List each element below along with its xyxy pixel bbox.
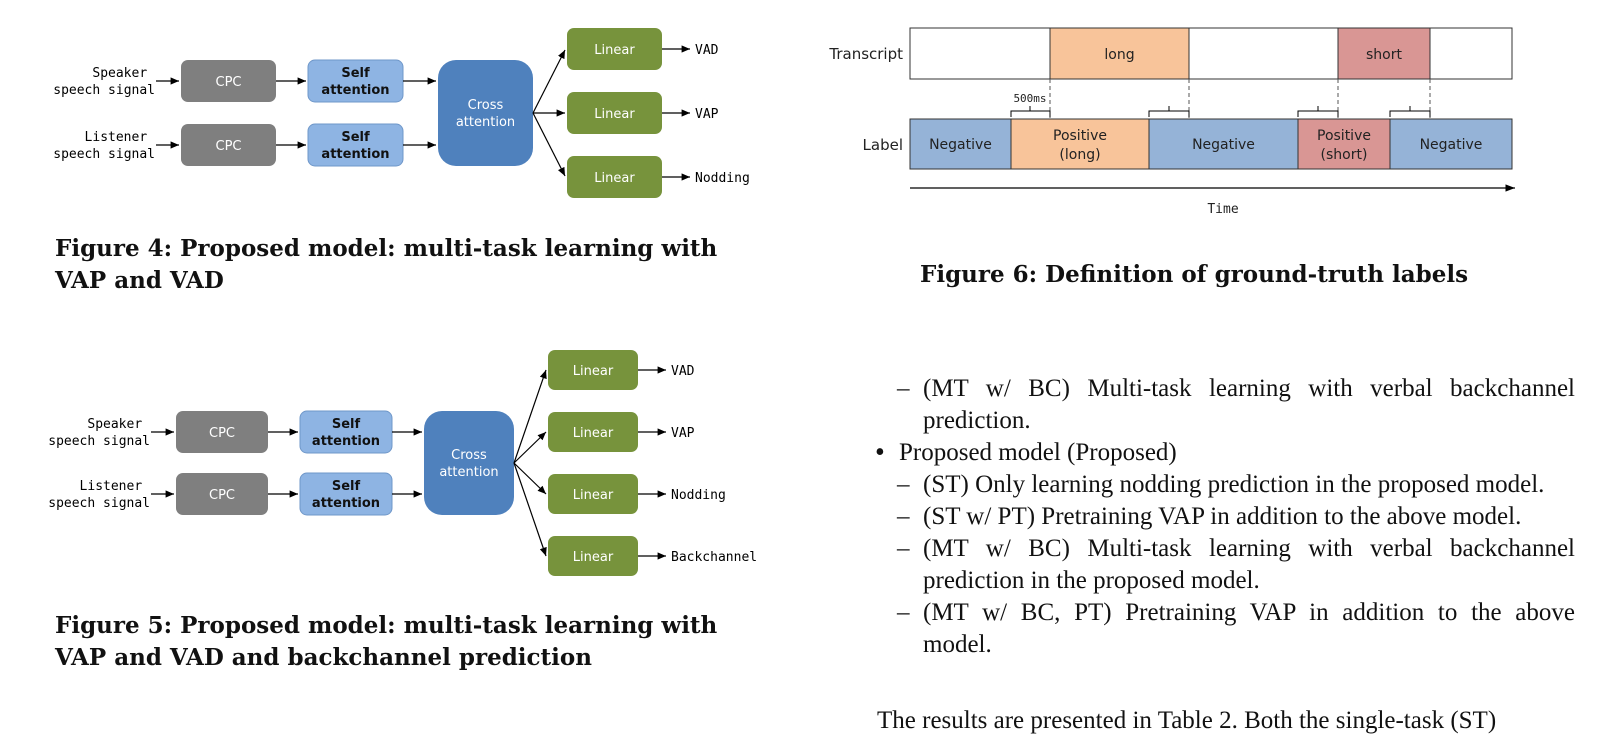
figure-5-diagram: Speaker speech signal Listener speech si…	[48, 350, 757, 576]
figure-6-caption: Figure 6: Definition of ground-truth lab…	[920, 261, 1469, 288]
list-item: (MT w/ BC) Multi-task learning with verb…	[895, 533, 1575, 597]
svg-text:Linear: Linear	[573, 488, 614, 503]
fig4-output-nodding: Nodding	[695, 171, 750, 186]
figure-4-caption: Figure 4: Proposed model: multi-task lea…	[55, 235, 718, 294]
svg-text:attention: attention	[321, 83, 389, 98]
svg-text:attention: attention	[312, 434, 380, 449]
fig6-transcript-long: long	[1104, 47, 1134, 63]
cpc-label: CPC	[209, 488, 235, 503]
fig5-cpc-listener: CPC	[176, 473, 268, 515]
fig6-guides	[1049, 79, 1431, 119]
fig4-listener-label: Listener speech signal	[53, 130, 155, 162]
fig5-listener-label: Listener speech signal	[48, 479, 150, 511]
svg-text:Self: Self	[341, 66, 370, 81]
svg-text:attention: attention	[456, 115, 515, 130]
svg-text:Linear: Linear	[573, 364, 614, 379]
svg-text:attention: attention	[312, 496, 380, 511]
list-item: (MT w/ BC, PT) Pretraining VAP in additi…	[895, 597, 1575, 661]
fig5-linear-backchannel: Linear	[548, 536, 638, 576]
fig5-cpc-speaker: CPC	[176, 411, 268, 453]
fig4-output-vap: VAP	[695, 107, 719, 122]
svg-text:Linear: Linear	[594, 107, 635, 122]
fig5-linear-vad: Linear	[548, 350, 638, 390]
fig4-self-attention-speaker: Self attention	[307, 59, 404, 103]
figure-5-caption: Figure 5: Proposed model: multi-task lea…	[55, 612, 718, 671]
fig5-output-backchannel: Backchannel	[671, 550, 757, 565]
fig5-cross-attention: Cross attention	[424, 411, 514, 515]
fig5-self-attention-speaker: Self attention	[299, 410, 393, 454]
fig6-label-positive-short: Positive(short)	[1317, 128, 1371, 163]
svg-text:Linear: Linear	[594, 43, 635, 58]
fig4-cpc-listener: CPC	[181, 124, 276, 166]
fig6-label-row: Negative Positive(long) Negative Positiv…	[909, 118, 1513, 170]
fig4-cpc-speaker: CPC	[181, 60, 276, 102]
fig6-margin-brackets	[1010, 106, 1431, 117]
fig5-output-nodding: Nodding	[671, 488, 726, 503]
fig6-label-negative-2: Negative	[1192, 137, 1255, 153]
fig5-output-vad: VAD	[671, 364, 695, 379]
list-item: (MT w/ BC) Multi-task learning with verb…	[895, 373, 1575, 437]
fig5-speaker-label: Speaker speech signal	[48, 417, 150, 449]
fig6-transcript-short: short	[1366, 47, 1402, 63]
results-paragraph: The results are presented in Table 2. Bo…	[877, 707, 1497, 734]
cpc-label: CPC	[216, 139, 242, 154]
cpc-label: CPC	[216, 75, 242, 90]
fig6-label-negative-1: Negative	[929, 137, 992, 153]
figure-6-diagram: Transcript Label long short 500ms Negati…	[828, 27, 1515, 217]
cpc-label: CPC	[209, 426, 235, 441]
fig6-transcript-row: long short	[909, 27, 1513, 80]
fig4-cross-attention: Cross attention	[438, 60, 533, 166]
fig4-speaker-label: Speaker speech signal	[53, 66, 155, 98]
figure-4-diagram: Speaker speech signal Listener speech si…	[53, 28, 750, 198]
list-item: (ST) Only learning nodding prediction in…	[895, 469, 1575, 501]
fig6-row-label: Label	[863, 136, 903, 154]
svg-text:Self: Self	[341, 130, 370, 145]
fig4-linear-vad: Linear	[567, 28, 662, 70]
fig6-row-transcript: Transcript	[828, 45, 903, 63]
svg-text:Linear: Linear	[594, 171, 635, 186]
svg-text:Cross: Cross	[451, 448, 487, 463]
fig5-output-vap: VAP	[671, 426, 695, 441]
fig5-linear-vap: Linear	[548, 412, 638, 452]
model-variant-list: (MT w/ BC) Multi-task learning with verb…	[875, 373, 1575, 661]
fig4-linear-vap: Linear	[567, 92, 662, 134]
fig6-margin-label: 500ms	[1013, 92, 1046, 105]
fig4-self-attention-listener: Self attention	[307, 123, 404, 167]
svg-text:attention: attention	[321, 147, 389, 162]
fig5-linear-nodding: Linear	[548, 474, 638, 514]
list-item: Proposed model (Proposed)	[875, 437, 1575, 469]
svg-text:Linear: Linear	[573, 426, 614, 441]
fig4-output-vad: VAD	[695, 43, 719, 58]
fig5-self-attention-listener: Self attention	[299, 472, 393, 516]
svg-text:attention: attention	[439, 465, 498, 480]
list-item: (ST w/ PT) Pretraining VAP in addition t…	[895, 501, 1575, 533]
fig4-linear-nodding: Linear	[567, 156, 662, 198]
svg-text:Self: Self	[332, 479, 361, 494]
fig6-label-negative-3: Negative	[1420, 137, 1483, 153]
fig6-label-positive-long: Positive(long)	[1053, 128, 1107, 163]
svg-text:Linear: Linear	[573, 550, 614, 565]
svg-text:Cross: Cross	[468, 98, 504, 113]
svg-text:Self: Self	[332, 417, 361, 432]
fig6-time-label: Time	[1207, 202, 1238, 217]
